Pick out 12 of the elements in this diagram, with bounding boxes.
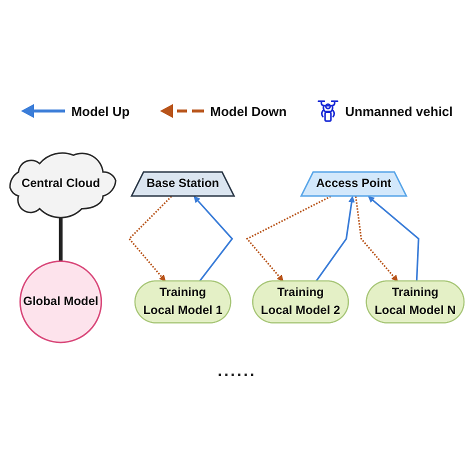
legend-label: Unmanned vehicl bbox=[345, 104, 453, 119]
connector bbox=[58, 216, 63, 262]
node-circle: Global Model bbox=[19, 260, 102, 344]
arrow bbox=[368, 196, 420, 282]
legend-label: Model Down bbox=[210, 104, 287, 119]
arrow bbox=[194, 196, 234, 282]
arrow bbox=[315, 196, 355, 282]
legend-label: Model Up bbox=[71, 104, 130, 119]
arrow bbox=[354, 196, 398, 282]
arrow bbox=[128, 196, 172, 282]
continuation-dots: ...... bbox=[218, 362, 256, 380]
arrow bbox=[246, 196, 332, 282]
